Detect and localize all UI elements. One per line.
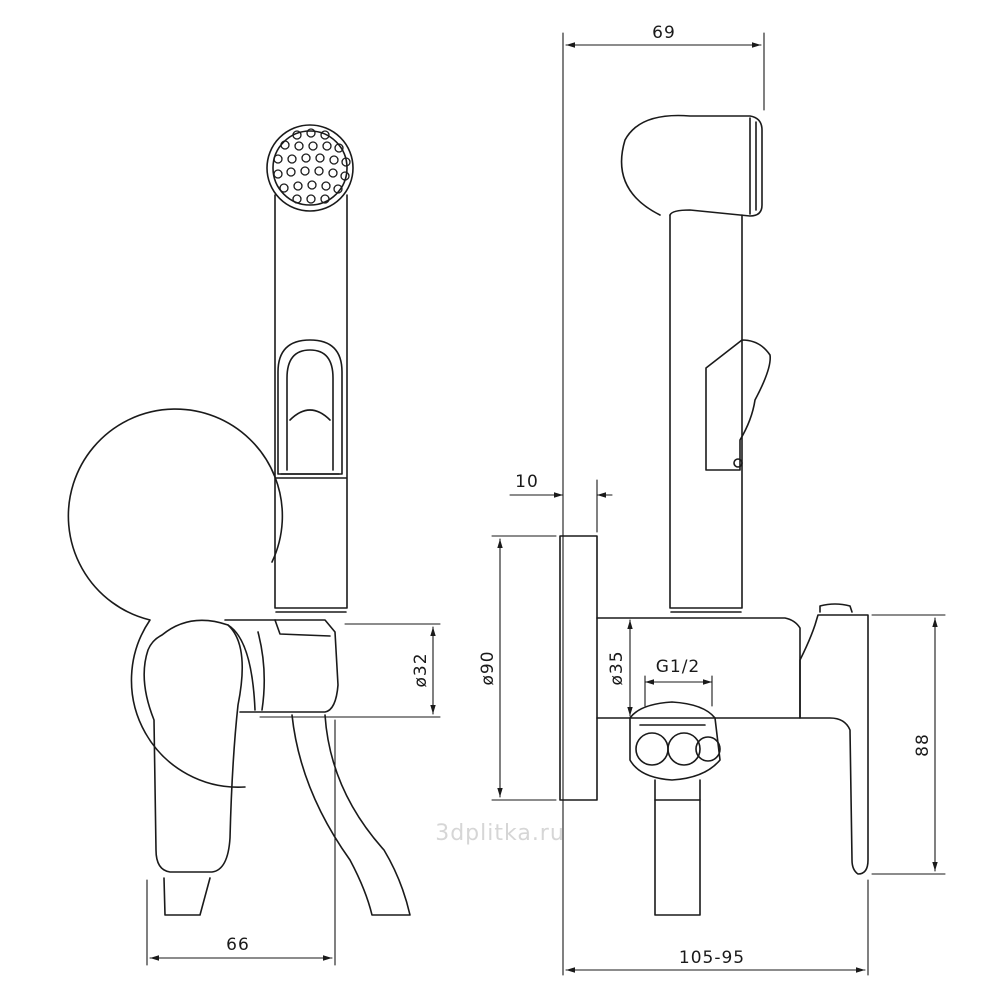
dim-wall-offset: 10	[515, 472, 539, 492]
shower-head-front	[266, 124, 354, 212]
hose-front	[291, 714, 411, 916]
lever-handle-front	[143, 619, 243, 873]
dim-front-width: 66	[226, 935, 250, 955]
hand-shower-shaft-side	[669, 214, 743, 609]
dim-top-width: 69	[652, 23, 676, 43]
watermark: 3dplitka.ru	[435, 821, 565, 846]
connection-nut-side	[629, 701, 721, 781]
dim-depth: 105-95	[679, 948, 745, 968]
body-side	[596, 617, 801, 719]
hand-shower-shaft-front	[274, 194, 348, 609]
shower-head-side	[620, 114, 763, 217]
dim-flange-diameter: ø90	[478, 650, 498, 685]
trigger-front	[277, 339, 343, 475]
holder-bracket-front	[224, 619, 339, 713]
dim-body-diameter-side: ø35	[607, 650, 627, 685]
front-view	[67, 124, 411, 916]
trigger-side	[705, 339, 772, 471]
lever-side	[799, 614, 869, 875]
front-flange-outline	[67, 408, 284, 788]
nozzle-holes	[273, 128, 351, 204]
dimension-lines	[146, 32, 946, 976]
dim-body-diameter-front: ø32	[411, 652, 431, 687]
dim-height: 88	[913, 733, 933, 757]
side-view	[559, 114, 869, 916]
hose-side	[654, 779, 701, 916]
dim-thread: G1/2	[656, 657, 701, 677]
wall-plate-side	[559, 535, 598, 801]
